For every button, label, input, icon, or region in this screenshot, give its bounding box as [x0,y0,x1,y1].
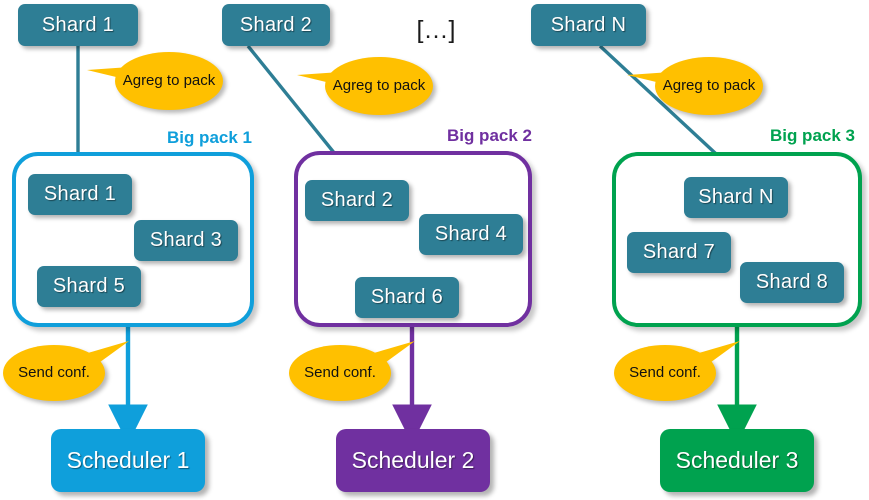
source-shard-2[interactable]: Shard 2 [222,4,330,46]
callout-text-send-2: Send conf. [304,364,376,382]
callout-text-1: Agreg to pack [122,72,216,90]
pack2-shard-2[interactable]: Shard 2 [305,180,409,221]
callout-text-2: Agreg to pack [332,77,426,95]
callout-send-conf-3: Send conf. [614,341,740,401]
pack3-shard-7[interactable]: Shard 7 [627,232,731,273]
pack3-shard-8[interactable]: Shard 8 [740,262,844,303]
pack1-shard-3[interactable]: Shard 3 [134,220,238,261]
pack3-shard-n[interactable]: Shard N [684,177,788,218]
callout-text-send-1: Send conf. [18,364,90,382]
pack1-shard-5[interactable]: Shard 5 [37,266,141,307]
callout-tail-1 [87,66,145,83]
source-shard-1[interactable]: Shard 1 [18,4,138,46]
callout-send-conf-2: Send conf. [289,341,415,401]
callout-agreg-to-pack-3: Agreg to pack [627,57,763,115]
callout-text-send-3: Send conf. [629,364,701,382]
pack-label-3: Big pack 3 [769,126,855,145]
scheduler-2[interactable]: Scheduler 2 [336,429,490,492]
callout-tail-send-1 [81,341,129,373]
pack2-shard-6[interactable]: Shard 6 [355,277,459,318]
scheduler-1[interactable]: Scheduler 1 [51,429,205,492]
pack-label-1: Big pack 1 [166,128,252,147]
ellipsis-marker: […] [416,16,456,44]
pack-label-2: Big pack 2 [446,126,532,145]
scheduler-3[interactable]: Scheduler 3 [660,429,814,492]
callout-agreg-to-pack-2: Agreg to pack [297,57,433,115]
callout-tail-send-2 [367,341,415,373]
callout-agreg-to-pack-1: Agreg to pack [87,52,223,110]
source-shard-n[interactable]: Shard N [531,4,646,46]
pack1-shard-1[interactable]: Shard 1 [28,174,132,215]
callout-send-conf-1: Send conf. [3,341,129,401]
callout-text-3: Agreg to pack [662,77,756,95]
pack2-shard-4[interactable]: Shard 4 [419,214,523,255]
callout-tail-send-3 [692,341,740,373]
